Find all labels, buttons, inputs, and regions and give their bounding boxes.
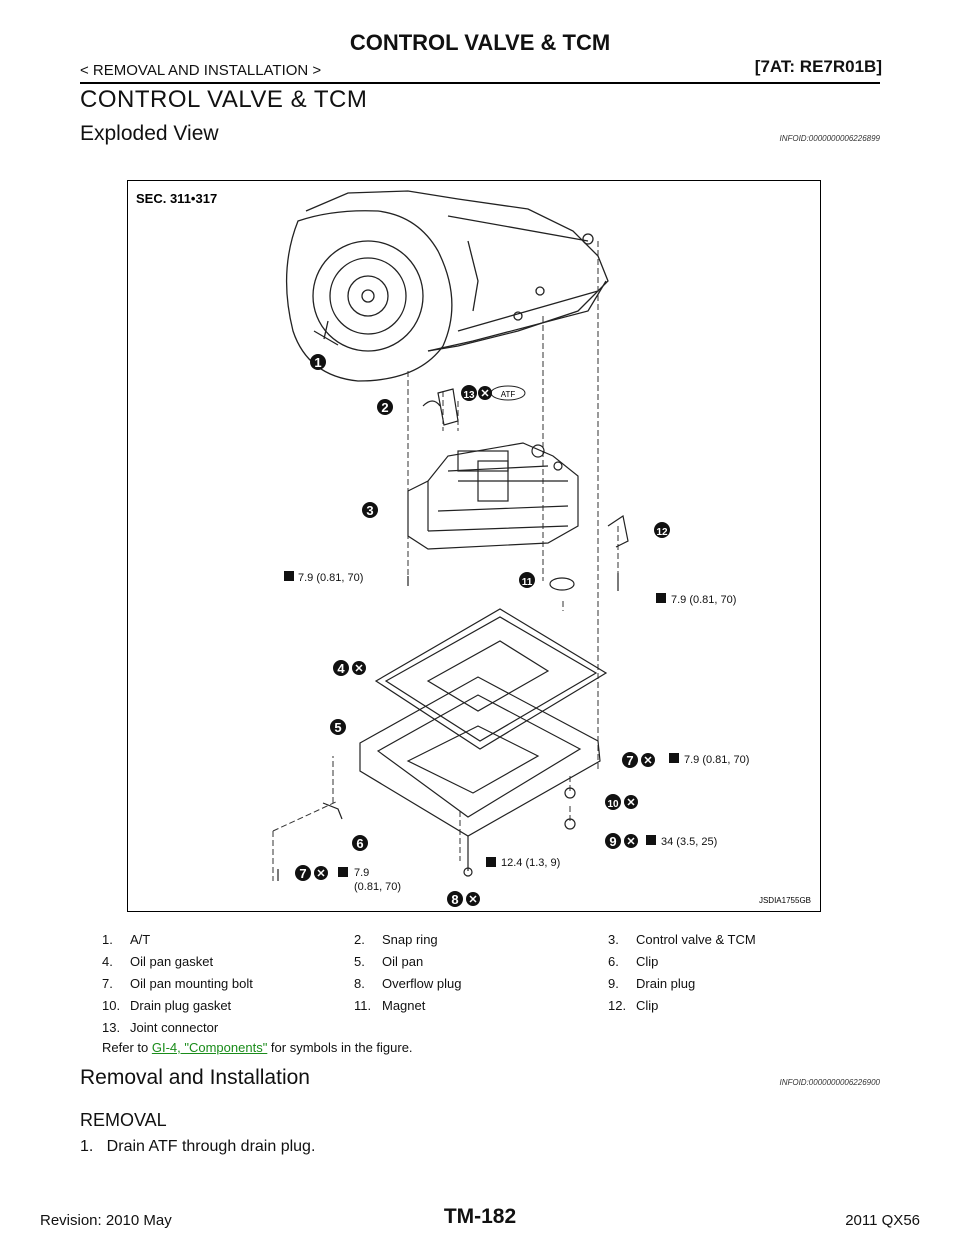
exploded-view-info-id: INFOID:0000000006226899 — [779, 134, 880, 143]
replace-icon — [624, 795, 638, 809]
exploded-view-figure: SEC. 311•317 — [127, 180, 821, 912]
callout-8 — [447, 891, 463, 907]
svg-text:10: 10 — [607, 799, 619, 810]
torque-icon — [646, 835, 656, 845]
svg-text:13: 13 — [463, 390, 475, 401]
replace-icon — [641, 753, 655, 767]
torque-icon — [669, 753, 679, 763]
header-divider — [80, 82, 880, 84]
torque-pan-bolt-left-line2: (0.81, 70) — [354, 881, 401, 893]
torque-drain-plug: 34 (3.5, 25) — [661, 836, 717, 848]
torque-right-bolt: 7.9 (0.81, 70) — [671, 594, 736, 606]
revision-date: Revision: 2010 May — [40, 1212, 172, 1229]
removal-subheading: REMOVAL — [80, 1110, 167, 1130]
callout-2 — [377, 399, 393, 415]
legend-table: 1.A/T 2.Snap ring 3.Control valve & TCM … — [102, 932, 816, 1042]
callout-7a — [622, 752, 638, 768]
callout-13 — [461, 385, 477, 401]
replace-icon — [352, 661, 366, 675]
callout-5 — [330, 719, 346, 735]
callout-3 — [362, 502, 378, 518]
removal-heading: Removal and Installation — [80, 1066, 310, 1089]
svg-text:2: 2 — [381, 400, 388, 415]
model-year: 2011 QX56 — [845, 1212, 920, 1229]
legend-row: 13.Joint connector — [102, 1020, 219, 1035]
replace-icons — [314, 386, 655, 906]
page-number: TM-182 — [443, 1205, 517, 1228]
svg-text:11: 11 — [522, 577, 533, 588]
section-title: CONTROL VALVE & TCM — [80, 86, 368, 113]
replace-icon — [478, 386, 492, 400]
replace-icon — [466, 892, 480, 906]
alignment-lines — [272, 241, 619, 881]
components-link[interactable]: GI-4, "Components" — [151, 1040, 268, 1055]
callout-11 — [519, 572, 535, 588]
removal-step: 1. Drain ATF through drain plug. — [80, 1138, 316, 1155]
svg-text:6: 6 — [356, 836, 363, 851]
svg-text:9: 9 — [609, 834, 616, 849]
svg-text:12: 12 — [656, 527, 668, 538]
legend-row: 1.A/T 2.Snap ring 3.Control valve & TCM — [102, 932, 756, 947]
replace-icon — [624, 834, 638, 848]
transmission-drawing — [285, 190, 609, 382]
callout-4 — [333, 660, 349, 676]
oil-pan-gasket-drawing — [374, 608, 608, 750]
removal-info-id: INFOID:0000000006226900 — [779, 1078, 880, 1087]
svg-text:8: 8 — [451, 892, 458, 907]
torque-icon — [338, 867, 348, 877]
model-code: [7AT: RE7R01B] — [754, 57, 882, 76]
callout-9 — [605, 833, 621, 849]
atf-badge: ATF — [490, 385, 526, 401]
callout-1 — [310, 354, 326, 370]
svg-text:7: 7 — [626, 753, 633, 768]
callout-6 — [352, 835, 368, 851]
svg-text:7: 7 — [299, 866, 306, 881]
legend-row: 7.Oil pan mounting bolt 8.Overflow plug … — [102, 976, 696, 991]
sec-label: SEC. 311•317 — [136, 191, 217, 206]
exploded-view-heading: Exploded View — [80, 122, 219, 145]
callout-7b — [295, 865, 311, 881]
svg-text:3: 3 — [366, 503, 373, 518]
reference-note: Refer to GI-4, "Components" for symbols … — [102, 1040, 413, 1055]
oil-pan-drawing — [277, 676, 601, 881]
torque-overflow-plug: 12.4 (1.3, 9) — [501, 857, 560, 869]
replace-icon — [314, 866, 328, 880]
svg-text:1: 1 — [314, 355, 321, 370]
torque-pan-bolt-left-line1: 7.9 — [354, 867, 369, 879]
page-header-title: CONTROL VALVE & TCM — [349, 30, 611, 55]
torque-pan-bolt-right: 7.9 (0.81, 70) — [684, 754, 749, 766]
control-valve-drawing — [407, 388, 629, 591]
callout-12 — [654, 522, 670, 538]
svg-text:4: 4 — [337, 661, 345, 676]
torque-icon — [486, 857, 496, 867]
torque-left-bolt: 7.9 (0.81, 70) — [298, 572, 363, 584]
svg-text:ATF: ATF — [501, 390, 516, 399]
legend-row: 10.Drain plug gasket 11.Magnet 12.Clip — [102, 998, 659, 1013]
svg-text:5: 5 — [334, 720, 341, 735]
breadcrumb: < REMOVAL AND INSTALLATION > — [80, 62, 322, 79]
figure-id: JSDIA1755GB — [759, 896, 811, 905]
callout-10 — [605, 794, 621, 810]
legend-row: 4.Oil pan gasket 5.Oil pan 6.Clip — [102, 954, 659, 969]
torque-icon — [284, 571, 294, 581]
torque-icon — [656, 593, 666, 603]
